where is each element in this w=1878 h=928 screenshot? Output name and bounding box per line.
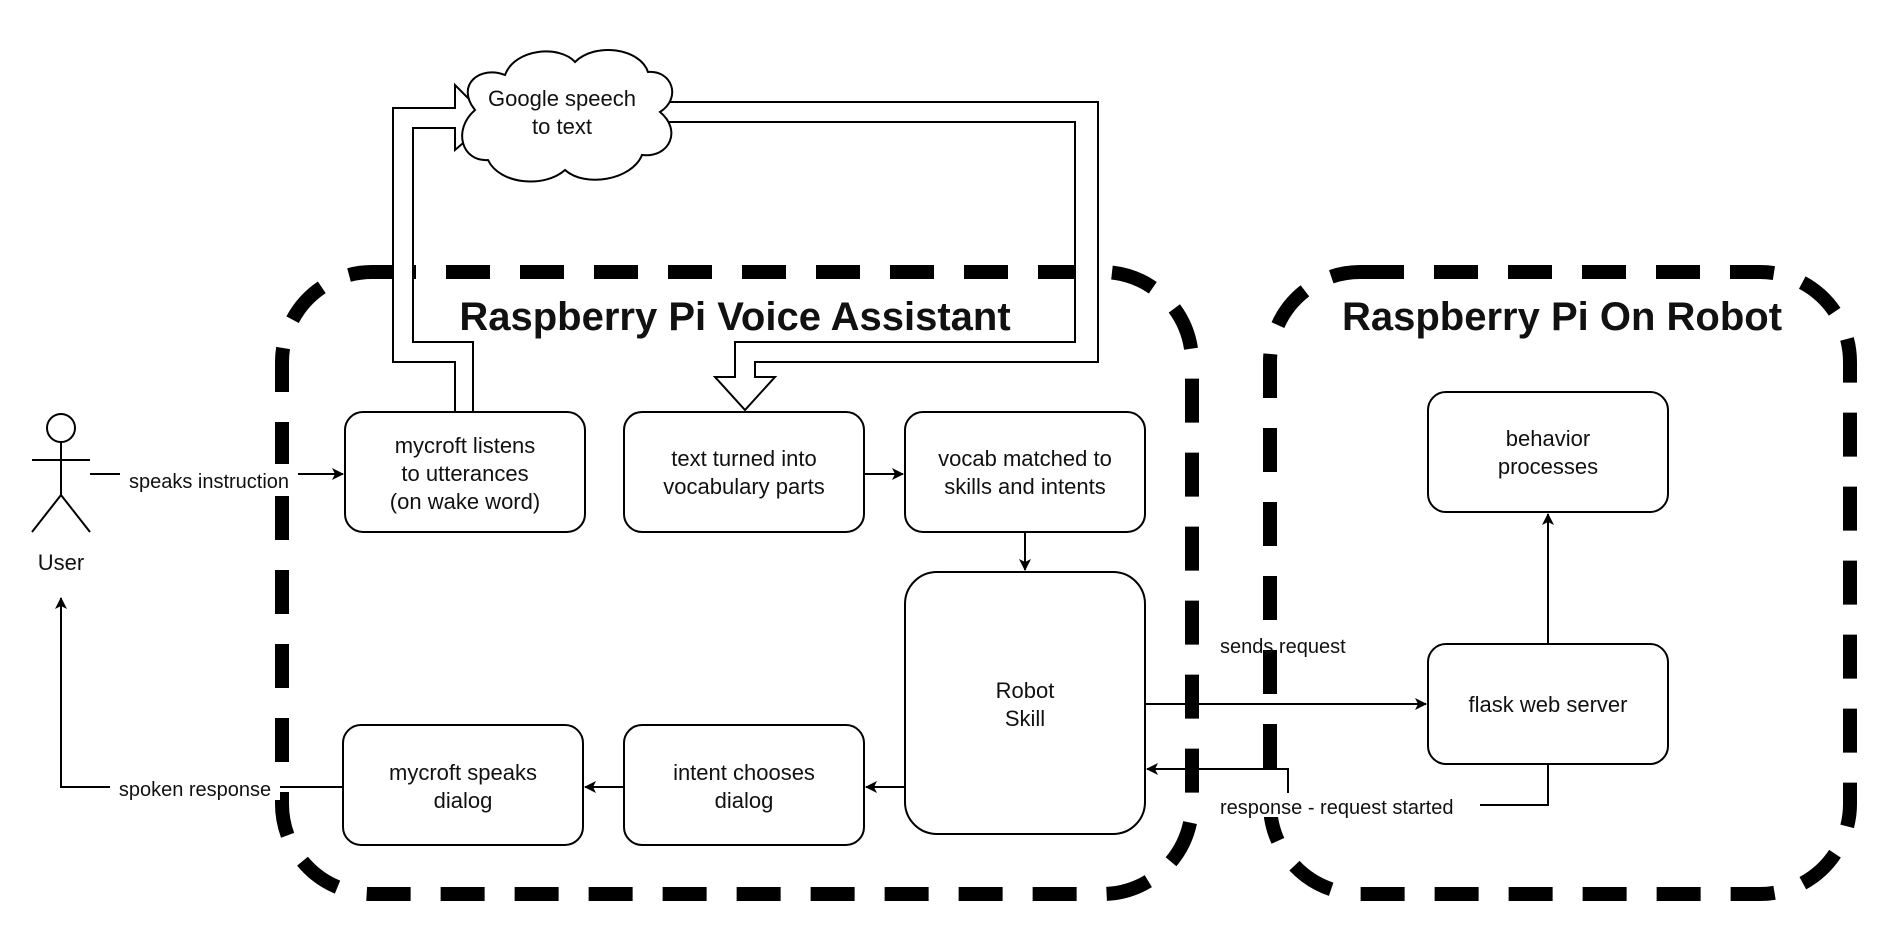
actor-user-label: User [38,550,84,575]
node-vocab-matched-line-2: skills and intents [944,474,1105,499]
cloud-google-speech: Google speech to text [461,48,673,183]
node-text-to-vocab-parts-line-1: text turned into [671,446,817,471]
group-voice-assistant-title: Raspberry Pi Voice Assistant [459,295,1010,339]
node-intent-chooses-dialog: intent chooses dialog [623,724,865,846]
node-text-to-vocab-parts-line-2: vocabulary parts [663,474,824,499]
node-robot-skill: Robot Skill [904,571,1146,835]
edge-label-sends-request: sends request [1220,636,1346,658]
node-behavior-processes-line-1: behavior [1506,426,1590,451]
edge-speaks-to-user [55,597,343,788]
node-mycroft-speaks-dialog-line-1: mycroft speaks [389,760,537,785]
node-behavior-processes: behavior processes [1427,391,1669,513]
node-mycroft-listens-line-1: mycroft listens [395,433,536,458]
cloud-label-line-2: to text [532,114,592,139]
cloud-label-line-1: Google speech [488,86,636,111]
group-voice-assistant [275,265,1199,901]
node-intent-chooses-dialog-line-1: intent chooses [673,760,815,785]
node-mycroft-listens: mycroft listens to utterances (on wake w… [344,411,586,533]
edge-label-speaks-instruction: speaks instruction [129,471,289,493]
node-robot-skill-line-2: Skill [1005,706,1045,731]
node-vocab-matched-line-1: vocab matched to [938,446,1112,471]
node-text-to-vocab-parts: text turned into vocabulary parts [623,411,865,533]
node-vocab-matched: vocab matched to skills and intents [904,411,1146,533]
node-mycroft-listens-line-2: to utterances [401,461,528,486]
node-flask-web-server: flask web server [1427,643,1669,765]
group-robot [1263,265,1857,901]
node-intent-chooses-dialog-line-2: dialog [715,788,774,813]
node-robot-skill-line-1: Robot [996,678,1055,703]
actor-user: User [31,413,91,575]
fat-arrow-from-cloud [659,101,1099,412]
node-mycroft-speaks-dialog: mycroft speaks dialog [342,724,584,846]
node-behavior-processes-line-2: processes [1498,454,1598,479]
node-mycroft-speaks-dialog-line-2: dialog [434,788,493,813]
edge-label-response-started: response - request started [1220,797,1453,819]
group-robot-title: Raspberry Pi On Robot [1342,295,1782,339]
edge-label-spoken-response: spoken response [119,779,271,801]
node-mycroft-listens-line-3: (on wake word) [390,489,540,514]
node-flask-web-server-line-1: flask web server [1469,692,1628,717]
